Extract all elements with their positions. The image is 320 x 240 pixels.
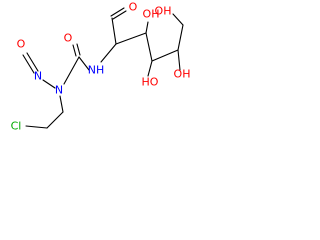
bond-aldehyde-double-2 xyxy=(112,10,127,20)
bond-ch2a-ch2b xyxy=(46,111,64,129)
atom-oh-c5: OH xyxy=(174,68,191,81)
bond-cco-o-double-2 xyxy=(76,43,81,56)
bond-c3-c4 xyxy=(145,32,153,62)
bond-c2-c3 xyxy=(115,32,147,45)
atom-o-carbonyl: O xyxy=(64,32,73,45)
bond-c5-c6 xyxy=(177,24,184,51)
atom-cl: Cl xyxy=(11,120,22,133)
bond-ch2b-cl xyxy=(25,125,48,129)
atom-n-urea: N xyxy=(55,84,63,97)
atom-labels: O OH OH O O N NH N OH HO Cl xyxy=(11,1,191,133)
bond-n-n-nitroso xyxy=(42,79,56,89)
bond-c4-c5 xyxy=(151,49,179,62)
bond-n-ch2a xyxy=(59,95,64,113)
bond-c3-oh xyxy=(145,21,149,34)
bonds xyxy=(22,7,184,129)
bond-cco-o-double-1 xyxy=(72,44,77,57)
bond-nh-cco xyxy=(78,56,90,71)
atom-nh-amide: NH xyxy=(88,64,105,77)
bond-cco-n xyxy=(63,56,80,85)
atom-oh-c6: OH xyxy=(155,5,172,18)
bond-c4-oh xyxy=(147,60,153,77)
atom-ho-c4: HO xyxy=(142,76,159,89)
atom-oh-c3: OH xyxy=(143,8,160,21)
bond-c1-c2 xyxy=(111,17,117,45)
bond-c6-oh xyxy=(172,13,184,26)
atom-o-nitroso: O xyxy=(17,38,26,51)
bond-n-o-double-1 xyxy=(22,54,35,74)
atom-n-nitroso: N xyxy=(34,70,42,83)
bond-aldehyde-double-1 xyxy=(110,7,125,17)
bond-c2-nh xyxy=(100,43,117,63)
bond-n-o-double-2 xyxy=(26,52,39,72)
chemical-structure-diagram: O OH OH O O N NH N OH HO Cl xyxy=(11,1,191,133)
bond-c5-oh xyxy=(177,49,181,71)
atom-o-aldehyde: O xyxy=(129,1,138,14)
